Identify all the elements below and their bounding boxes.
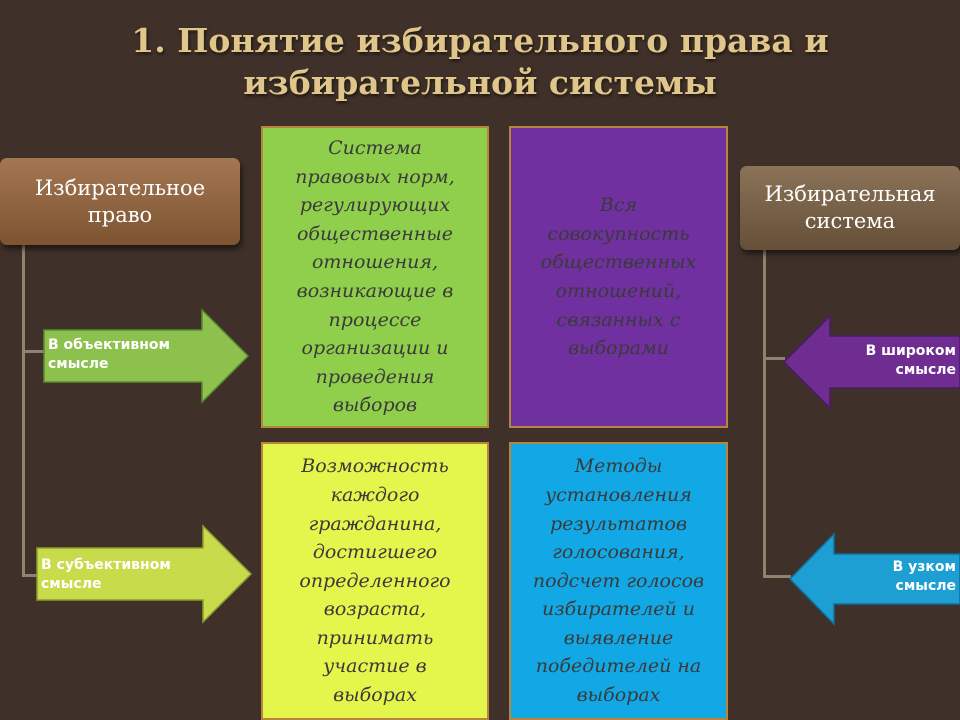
subjective-law-definition-text: Возможность каждого гражданина, достигшего о… (299, 452, 450, 709)
electoral-system-header: Избирательная система (740, 166, 960, 250)
definition-line: выборах (333, 684, 417, 707)
definition-line: победителей на (535, 655, 702, 678)
title-line-1: 1. Понятие избирательного права и (131, 21, 829, 60)
electoral-law-header-line-1: Избирательное (34, 175, 206, 200)
left-tree-branch-subjective (22, 574, 44, 577)
electoral-system-header-line-2: система (804, 209, 896, 233)
definition-line: выборов (332, 394, 418, 417)
definition-line: Методы (574, 455, 663, 478)
objective-law-definition-text: Система правовых норм, регулирующих обществ… (295, 134, 454, 420)
subjective-sense-arrow-shape (36, 524, 253, 624)
definition-line: отношений, (555, 280, 682, 302)
narrow-system-definition-box: Методы установления результатов голосования… (509, 442, 728, 720)
definition-line: Система (328, 137, 422, 160)
electoral-law-header-line-2: право (87, 202, 153, 227)
page-title: 1. Понятие избирательного права и избира… (0, 20, 960, 104)
definition-line: выборами (567, 337, 670, 360)
broad-sense-arrow (782, 314, 960, 410)
definition-line: организации и (301, 337, 449, 360)
broad-sense-arrow-shape (782, 314, 960, 410)
definition-line: подсчет голосов (532, 569, 705, 592)
broad-system-definition-box: Вся совокупность общественных отношений, свя… (509, 126, 728, 428)
definition-line: определенного (299, 569, 451, 592)
definition-line: результатов (549, 512, 688, 535)
objective-sense-label-line-1: В объективном (48, 337, 170, 353)
definition-line: Возможность (301, 455, 449, 478)
definition-line: избирателей и (541, 598, 696, 621)
narrow-system-definition-text: Методы установления результатов голосования… (533, 452, 704, 709)
objective-sense-arrow-shape (43, 308, 250, 404)
narrow-sense-label-line-1: В узком (892, 559, 956, 575)
electoral-system-header-line-1: Избирательная (764, 182, 936, 206)
definition-line: отношения, (311, 251, 438, 274)
definition-line: голосования, (552, 541, 685, 564)
narrow-sense-arrow (788, 532, 960, 626)
definition-line: принимать (316, 626, 434, 649)
title-line-2: избирательной системы (243, 63, 717, 102)
definition-line: выявление (563, 626, 674, 649)
broad-sense-label: В широком смысле (826, 342, 956, 380)
definition-line: выборах (576, 684, 661, 707)
definition-line: связанных с (556, 308, 681, 331)
narrow-sense-label: В узком смысле (826, 558, 956, 596)
subjective-law-definition-box: Возможность каждого гражданина, достигшего о… (261, 442, 489, 720)
definition-line: участие в (323, 655, 427, 678)
definition-line: установления (545, 483, 692, 506)
definition-line: процессе (328, 308, 422, 331)
subjective-sense-label: В субъективном смысле (41, 556, 171, 594)
definition-line: общественных (540, 251, 697, 274)
broad-sense-label-line-2: смысле (895, 362, 956, 378)
broad-sense-label-line-1: В широком (865, 343, 956, 359)
definition-line: возраста, (323, 598, 427, 621)
definition-line: совокупность (547, 222, 690, 245)
definition-line: гражданина, (308, 512, 442, 535)
broad-system-definition-text: Вся совокупность общественных отношений, свя… (541, 191, 696, 363)
definition-line: возникающие в (296, 280, 454, 302)
definition-line: достигшего (312, 541, 438, 564)
narrow-sense-arrow-shape (788, 532, 960, 626)
right-tree-branch-broad (763, 357, 785, 360)
definition-line: проведения (315, 365, 435, 388)
subjective-sense-label-line-2: смысле (41, 576, 102, 592)
definition-line: Вся (599, 194, 638, 217)
narrow-sense-label-line-2: смысле (895, 578, 956, 594)
objective-sense-label: В объективном смысле (48, 336, 170, 374)
objective-law-definition-box: Система правовых норм, регулирующих обществ… (261, 126, 489, 428)
objective-sense-label-line-2: смысле (48, 356, 109, 372)
definition-line: регулирующих (299, 194, 451, 217)
left-tree-branch-objective (22, 350, 44, 353)
subjective-sense-label-line-1: В субъективном (41, 557, 171, 573)
objective-sense-arrow (43, 308, 250, 404)
subjective-sense-arrow (36, 524, 253, 624)
definition-line: правовых норм, (295, 165, 455, 188)
right-tree-branch-narrow (763, 575, 791, 578)
definition-line: каждого (330, 483, 420, 506)
definition-line: общественные (296, 222, 453, 245)
left-tree-vertical-line (22, 245, 25, 577)
right-tree-vertical-line (763, 250, 766, 578)
electoral-law-header: Избирательное право (0, 158, 240, 245)
